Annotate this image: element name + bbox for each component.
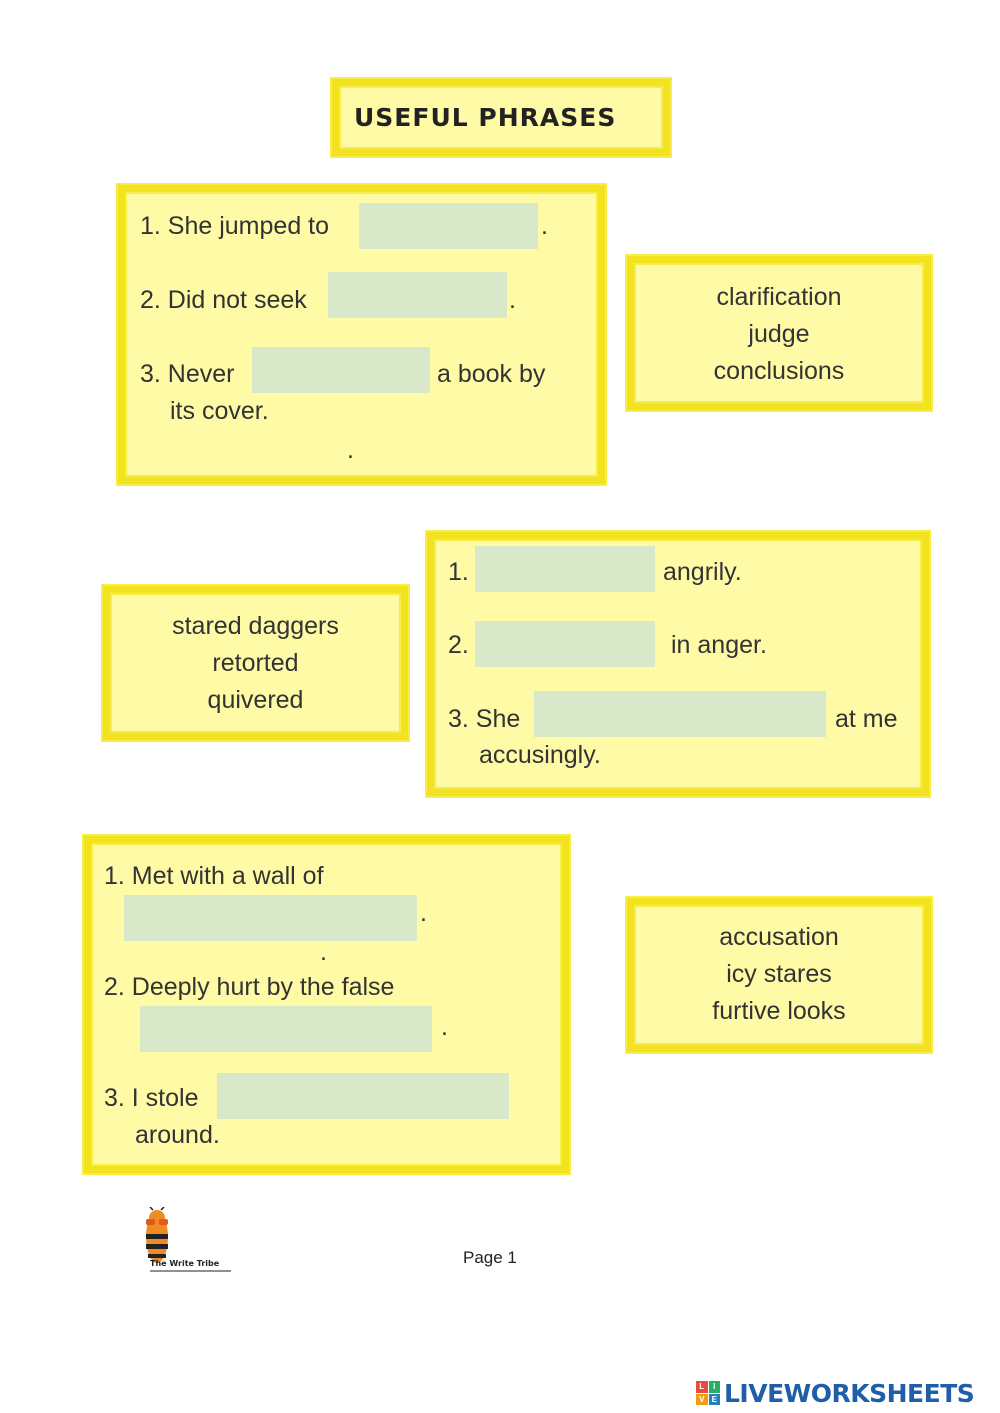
brand-text: LIVEWORKSHEETS [724, 1378, 975, 1408]
s1-q2-suffix: . [509, 286, 516, 314]
s3-q3-answer-field[interactable] [217, 1073, 509, 1119]
word-bank-2-item: stared daggers [172, 612, 339, 640]
s1-q2-prefix: 2. Did not seek [140, 286, 307, 314]
word-bank-1-item: clarification [716, 283, 842, 311]
s3-q2-suffix: . [441, 1013, 448, 1041]
s1-stray-dot: . [347, 436, 354, 464]
word-bank-box-1 [627, 256, 931, 410]
s3-q1-line1: 1. Met with a wall of [104, 862, 324, 890]
word-bank-3-item: furtive looks [712, 997, 846, 1025]
liveworksheets-brand[interactable]: L I V E LIVEWORKSHEETS [696, 1378, 975, 1408]
s2-q3-line2: accusingly. [479, 741, 601, 769]
s3-stray-dot: . [320, 938, 327, 966]
s3-q2-answer-field[interactable] [140, 1006, 432, 1052]
word-bank-box-3 [627, 898, 931, 1052]
title-box [332, 79, 670, 156]
s2-q1-prefix: 1. [448, 558, 469, 586]
s1-q1-answer-field[interactable] [359, 203, 538, 249]
s3-q3-line2: around. [135, 1121, 220, 1149]
s1-q2-answer-field[interactable] [328, 272, 507, 318]
s2-q2-suffix: in anger. [671, 631, 767, 659]
s1-q3-line2: its cover. [170, 397, 269, 425]
s2-q1-suffix: angrily. [663, 558, 742, 586]
page-title: USEFUL PHRASES [354, 103, 617, 132]
s2-q2-prefix: 2. [448, 631, 469, 659]
word-bank-3: accusation icy stares furtive looks [627, 919, 931, 1030]
s1-q3-answer-field[interactable] [252, 347, 430, 393]
s2-q1-answer-field[interactable] [475, 546, 655, 592]
word-bank-1-item: conclusions [713, 357, 845, 385]
logo-text: The Write Tribe [150, 1259, 220, 1268]
s2-q3-answer-field[interactable] [534, 691, 826, 737]
word-bank-3-item: accusation [719, 923, 839, 951]
s1-q1-prefix: 1. She jumped to [140, 212, 330, 240]
word-bank-2: stared daggers retorted quivered [103, 608, 408, 719]
liveworksheets-logo-icon: L I V E [696, 1381, 720, 1405]
s1-q3-suffix: a book by [437, 360, 546, 388]
s3-q3-prefix: 3. I stole [104, 1084, 199, 1112]
word-bank-1-item: judge [748, 320, 810, 348]
s3-q1-suffix: . [420, 899, 427, 927]
s3-q1-answer-field[interactable] [124, 895, 417, 941]
word-bank-1: clarification judge conclusions [627, 279, 931, 390]
word-bank-2-item: retorted [212, 649, 299, 677]
word-bank-3-item: icy stares [726, 960, 832, 988]
s2-q2-answer-field[interactable] [475, 621, 655, 667]
word-bank-2-item: quivered [207, 686, 304, 714]
s1-q1-suffix: . [541, 212, 548, 240]
s1-q3-prefix: 3. Never [140, 360, 235, 388]
page-number: Page 1 [463, 1248, 517, 1267]
s2-q3-prefix: 3. She [448, 705, 521, 733]
s3-q2-line1: 2. Deeply hurt by the false [104, 973, 395, 1001]
s2-q3-suffix: at me [835, 705, 898, 733]
bee-logo-icon [146, 1207, 231, 1272]
word-bank-box-2 [103, 586, 408, 740]
